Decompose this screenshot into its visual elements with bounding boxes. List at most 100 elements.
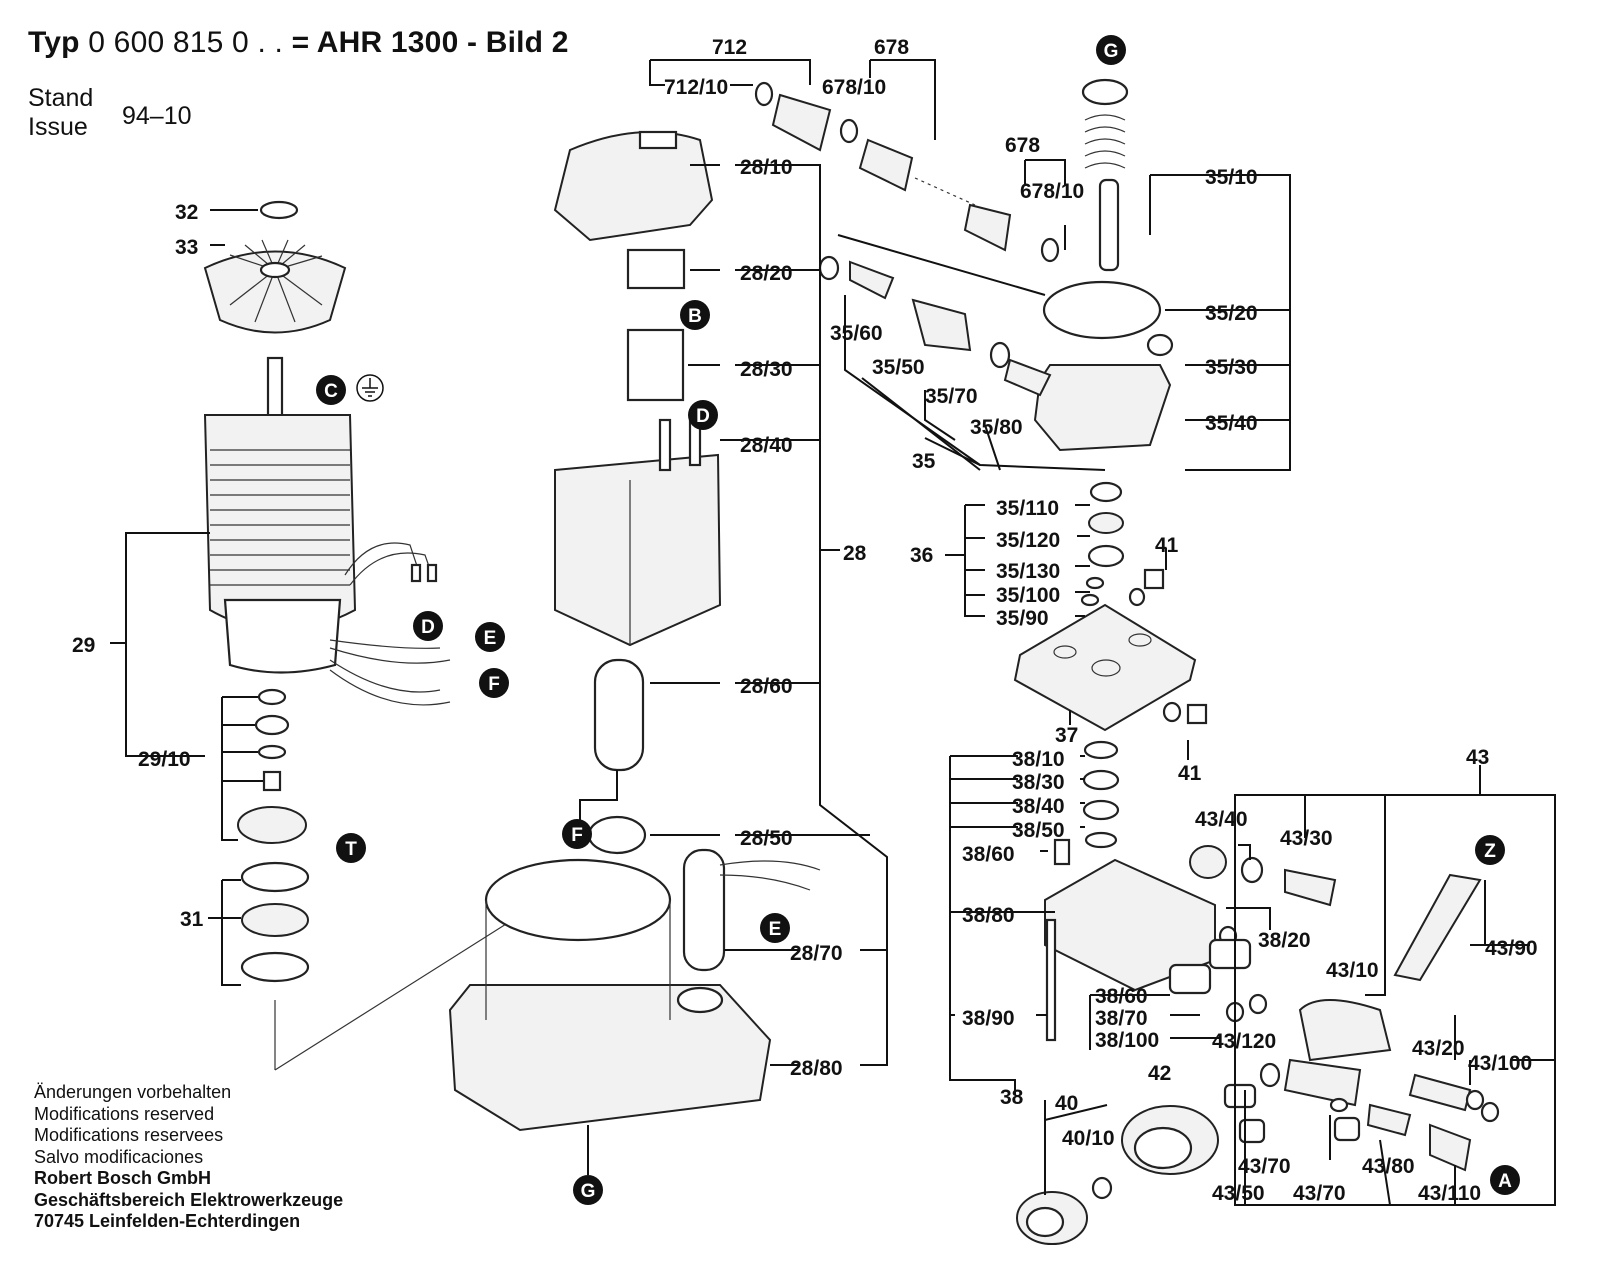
marker-g-base: G <box>573 1175 603 1205</box>
label-28-30: 28/30 <box>740 358 793 381</box>
type-number: 0 600 815 0 . . <box>88 26 284 59</box>
label-28-20: 28/20 <box>740 262 793 285</box>
issue-date: 94–10 <box>122 102 192 130</box>
clamp-28-50 <box>587 815 647 855</box>
svg-text:B: B <box>688 306 702 327</box>
motor-pot <box>484 858 672 942</box>
company-name: Robert Bosch GmbH <box>34 1168 212 1188</box>
svg-text:G: G <box>1104 41 1119 62</box>
marker-t: T <box>336 833 366 863</box>
label-29: 29 <box>72 634 95 657</box>
valve-43-90 <box>1393 873 1482 982</box>
label-38-60b: 38/60 <box>1095 985 1148 1008</box>
marker-b: B <box>680 300 710 330</box>
valve-body-43-10 <box>1298 999 1392 1062</box>
label-36: 36 <box>910 544 933 567</box>
label-29-10: 29/10 <box>138 748 191 771</box>
svg-text:G: G <box>581 1181 596 1202</box>
base-28-80 <box>448 984 772 1132</box>
fitting-678b <box>963 203 1012 252</box>
valve-43-110 <box>1429 1123 1472 1172</box>
label-40: 40 <box>1055 1092 1078 1115</box>
label-28-80: 28/80 <box>790 1057 843 1080</box>
label-43-120: 43/120 <box>1212 1030 1276 1053</box>
cap-35-10 <box>1081 78 1129 106</box>
label-43-20: 43/20 <box>1412 1037 1465 1060</box>
stand-label: Stand <box>28 84 94 112</box>
marker-e-cap: E <box>760 913 790 943</box>
label-35-20: 35/20 <box>1205 302 1258 325</box>
label-37: 37 <box>1055 724 1078 747</box>
label-678b: 678 <box>1005 134 1040 157</box>
notes-block: Änderungen vorbehalten Modifications res… <box>34 1082 343 1233</box>
label-43-110: 43/110 <box>1418 1182 1481 1205</box>
marker-d-top: D <box>688 400 718 430</box>
svg-text:A: A <box>1498 1171 1512 1192</box>
label-38-20: 38/20 <box>1258 929 1311 952</box>
label-38-40: 38/40 <box>1012 795 1065 818</box>
part-number-labels: 712 712/10 678 678/10 678 678/10 28/10 2… <box>72 36 1538 1205</box>
leader-lines <box>110 59 1556 1206</box>
valve-43-20 <box>1408 1073 1472 1112</box>
note-en: Modifications reserved <box>34 1103 215 1124</box>
label-35-10: 35/10 <box>1205 166 1258 189</box>
label-35-60: 35/60 <box>830 322 883 345</box>
motor-shaft <box>266 356 284 420</box>
label-43-40: 43/40 <box>1195 808 1248 831</box>
model-name: = AHR 1300 - Bild 2 <box>291 26 569 59</box>
document-title: Typ 0 600 815 0 . . = AHR 1300 - Bild 2 <box>28 26 569 60</box>
marker-g-top: G <box>1096 35 1126 65</box>
label-35-90: 35/90 <box>996 607 1049 630</box>
label-38-100: 38/100 <box>1095 1029 1159 1052</box>
label-42: 42 <box>1148 1062 1171 1085</box>
note-de: Änderungen vorbehalten <box>34 1082 232 1102</box>
label-35-130: 35/130 <box>996 560 1060 583</box>
capacitor-28-70 <box>682 848 726 972</box>
piston-35-10 <box>1098 178 1120 272</box>
label-38-70: 38/70 <box>1095 1007 1148 1030</box>
switch-housing-28-40 <box>554 453 722 647</box>
fitting-678 <box>858 138 914 192</box>
label-35-80: 35/80 <box>970 416 1023 439</box>
marker-c: C <box>316 375 346 405</box>
nozzle-35-50 <box>911 298 972 352</box>
coupling-t <box>237 806 307 844</box>
label-43-80: 43/80 <box>1362 1155 1415 1178</box>
valve-43-30 <box>1284 868 1337 907</box>
note-fr: Modifications reservees <box>34 1125 224 1145</box>
svg-text:D: D <box>696 406 710 427</box>
circlip-32 <box>259 200 299 220</box>
svg-text:C: C <box>324 381 338 402</box>
label-712: 712 <box>712 36 747 59</box>
svg-text:E: E <box>484 628 497 649</box>
label-43-10: 43/10 <box>1326 959 1379 982</box>
label-678: 678 <box>874 36 909 59</box>
company-division: Geschäftsbereich Elektrowerkzeuge <box>34 1189 344 1210</box>
marker-z: Z <box>1475 835 1505 865</box>
label-35-100: 35/100 <box>996 584 1060 607</box>
cylinder-head-35-40 <box>1033 364 1172 452</box>
label-38-10: 38/10 <box>1012 748 1065 771</box>
type-prefix: Typ <box>28 26 80 59</box>
filter-35-60 <box>849 260 895 300</box>
label-32: 32 <box>175 201 198 224</box>
issue-label-en: Issue <box>28 113 88 141</box>
marker-f-cap: F <box>562 819 592 849</box>
svg-text:Z: Z <box>1484 841 1496 862</box>
screw-38-90 <box>1045 918 1057 1042</box>
label-35-40: 35/40 <box>1205 412 1258 435</box>
svg-text:T: T <box>345 839 357 860</box>
marker-f-motor: F <box>479 668 509 698</box>
label-38-50: 38/50 <box>1012 819 1065 842</box>
label-35-30: 35/30 <box>1205 356 1258 379</box>
label-43-70a: 43/70 <box>1238 1155 1291 1178</box>
label-43: 43 <box>1466 746 1489 769</box>
label-28-70: 28/70 <box>790 942 843 965</box>
label-28-10: 28/10 <box>740 156 793 179</box>
valve-plate-37 <box>1013 603 1197 732</box>
label-43-50: 43/50 <box>1212 1182 1265 1205</box>
label-38: 38 <box>1000 1086 1024 1109</box>
capacitor-28-60 <box>593 658 645 772</box>
thrust-bearing-31 <box>241 903 309 937</box>
